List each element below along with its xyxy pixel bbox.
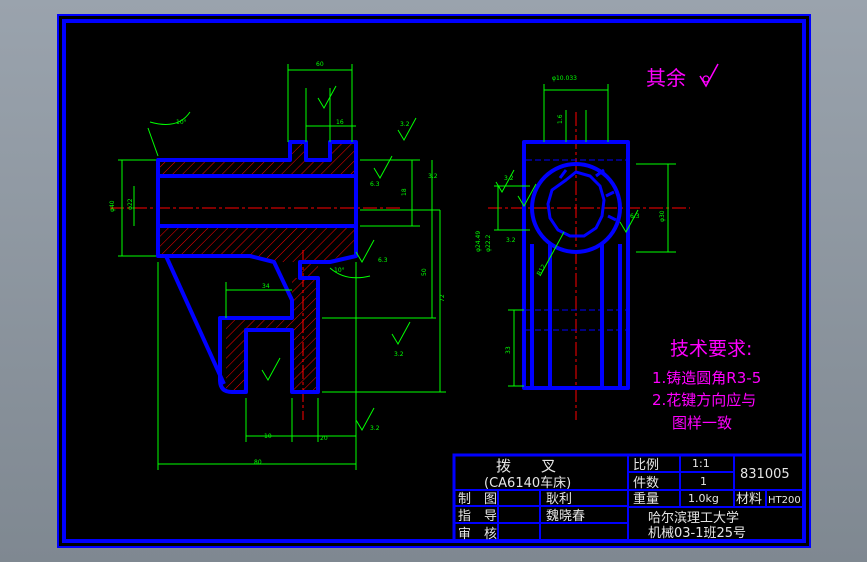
part-name: 拨 叉 bbox=[496, 457, 556, 475]
title-block: 拨 叉 (CA6140车床) 比例 1:1 件数 1 831005 重量 1.0… bbox=[452, 453, 806, 543]
drawing-number: 831005 bbox=[740, 467, 790, 482]
svg-text:6.3: 6.3 bbox=[370, 181, 380, 188]
surplus-roughness-note: 其余 bbox=[646, 63, 719, 90]
svg-text:33: 33 bbox=[505, 346, 512, 354]
tech-req-item-3: 图样一致 bbox=[672, 414, 732, 432]
machine-name: (CA6140车床) bbox=[484, 475, 571, 491]
svg-text:18: 18 bbox=[401, 188, 408, 196]
scale-value: 1:1 bbox=[692, 457, 710, 470]
weight-value: 1.0kg bbox=[688, 492, 719, 505]
draw-label: 制 图 bbox=[458, 492, 497, 507]
qty-value: 1 bbox=[700, 475, 707, 488]
svg-text:20: 20 bbox=[320, 435, 328, 442]
material-value: HT200 bbox=[768, 495, 801, 506]
svg-text:3.2: 3.2 bbox=[428, 173, 438, 180]
guide-name: 魏晓春 bbox=[546, 509, 585, 524]
svg-text:6.3: 6.3 bbox=[378, 257, 388, 264]
svg-text:3.2: 3.2 bbox=[400, 121, 410, 128]
tech-req-heading: 技术要求: bbox=[670, 338, 752, 360]
svg-text:3.2: 3.2 bbox=[370, 425, 380, 432]
svg-text:3.2: 3.2 bbox=[504, 175, 514, 182]
svg-text:φ30: φ30 bbox=[659, 210, 666, 222]
front-view: 60 φ40 φ22 18 3.2 6.3 50 72 34 10 20 80 … bbox=[109, 61, 446, 470]
material-label: 材料 bbox=[736, 492, 762, 507]
svg-text:10: 10 bbox=[264, 433, 272, 440]
svg-text:φ24.49: φ24.49 bbox=[475, 231, 482, 252]
svg-text:80: 80 bbox=[254, 459, 262, 466]
outer-frame bbox=[57, 14, 811, 548]
svg-text:φ40: φ40 bbox=[109, 200, 116, 212]
school-name: 哈尔滨理工大学 bbox=[648, 510, 739, 526]
svg-text:16: 16 bbox=[336, 119, 344, 126]
tech-req-item-2: 2.花键方向应与 bbox=[652, 391, 756, 409]
surplus-label: 其余 bbox=[646, 66, 686, 90]
svg-text:10°: 10° bbox=[176, 119, 187, 126]
side-view: φ10.033 1.6 φ24.49 φ22.2 3.2 3.2 6.3 φ30… bbox=[475, 75, 690, 420]
tech-req-item-1: 1.铸造圆角R3-5 bbox=[652, 369, 761, 387]
qty-label: 件数 bbox=[633, 476, 659, 491]
technical-requirements: 技术要求: 1.铸造圆角R3-5 2.花键方向应与 图样一致 bbox=[652, 338, 761, 432]
draw-name: 耿利 bbox=[546, 492, 572, 507]
drawing-paper bbox=[57, 14, 811, 548]
svg-text:φ22: φ22 bbox=[127, 198, 134, 210]
svg-text:50: 50 bbox=[421, 268, 428, 276]
inner-frame bbox=[62, 19, 806, 543]
svg-text:φ10.033: φ10.033 bbox=[552, 75, 577, 82]
scale-label: 比例 bbox=[633, 458, 659, 473]
svg-text:10°: 10° bbox=[334, 267, 345, 274]
class-info: 机械03-1班25号 bbox=[648, 526, 746, 541]
svg-text:3.2: 3.2 bbox=[506, 237, 516, 244]
check-label: 审 核 bbox=[458, 527, 497, 542]
svg-text:φ22.2: φ22.2 bbox=[485, 235, 492, 253]
svg-text:72: 72 bbox=[439, 294, 446, 302]
svg-text:1.6: 1.6 bbox=[557, 114, 564, 124]
svg-text:60: 60 bbox=[316, 61, 324, 68]
guide-label: 指 导 bbox=[458, 509, 497, 524]
svg-text:6.3: 6.3 bbox=[630, 213, 640, 220]
svg-text:3.2: 3.2 bbox=[394, 351, 404, 358]
weight-label: 重量 bbox=[633, 491, 659, 507]
svg-text:34: 34 bbox=[262, 283, 270, 290]
